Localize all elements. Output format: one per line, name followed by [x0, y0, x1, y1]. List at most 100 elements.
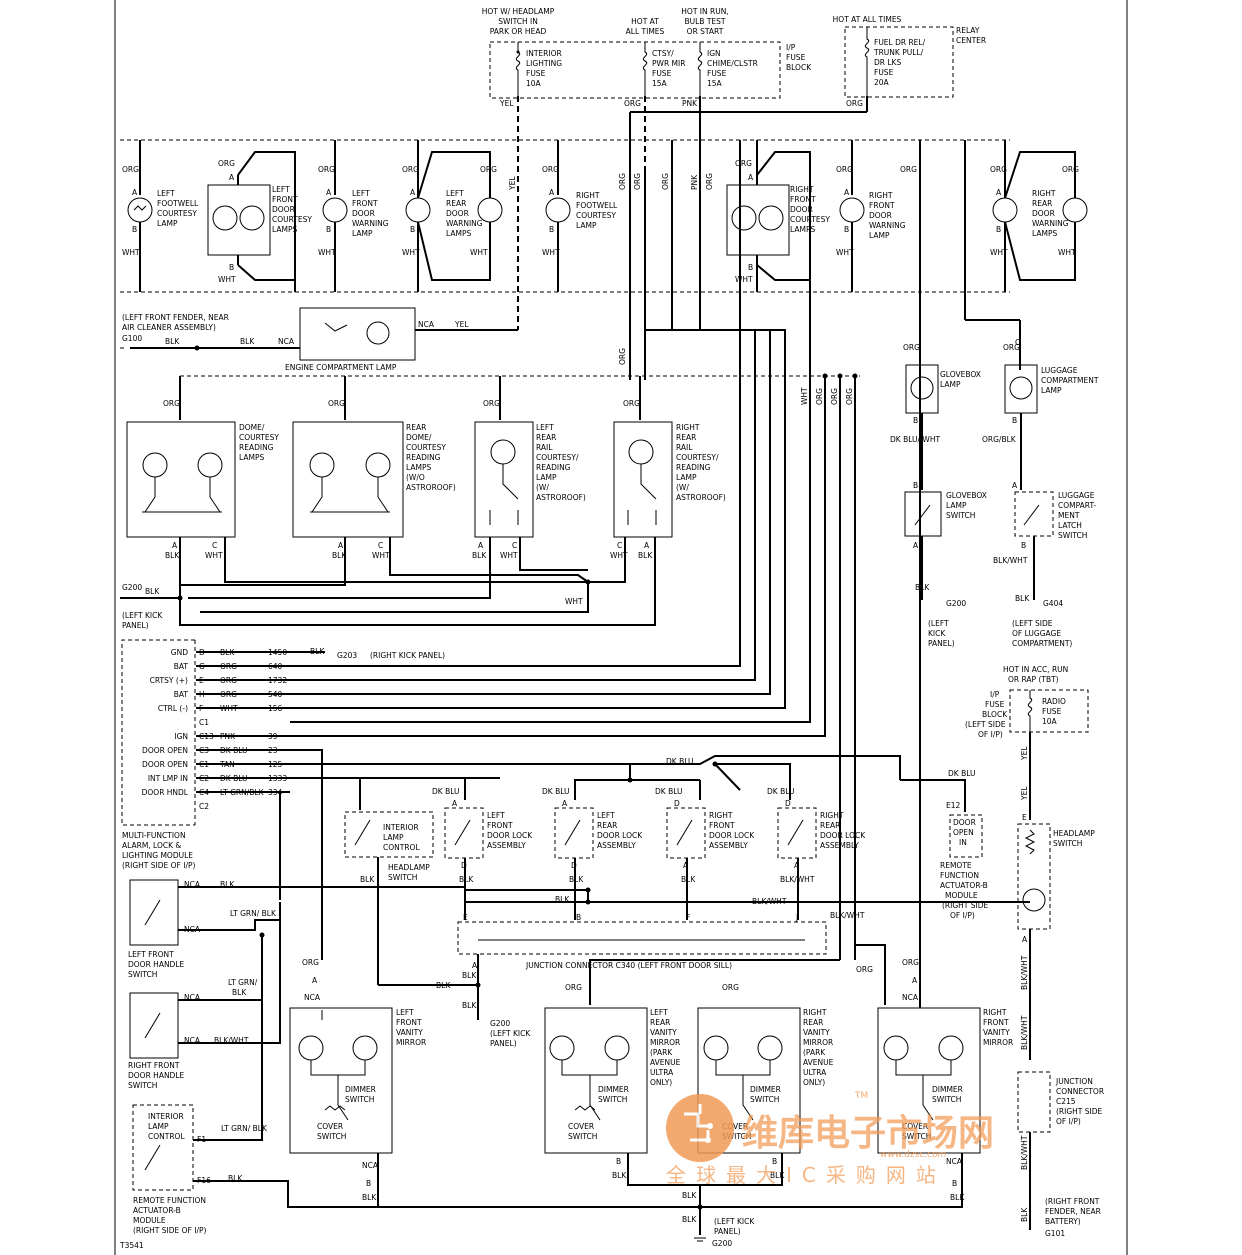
svg-text:SWITCH: SWITCH [1053, 839, 1082, 848]
ip-fuse-block: I/P FUSE BLOCK INTERIOR LIGHTING FUSE 10… [489, 41, 812, 99]
svg-text:ACTUATOR-B: ACTUATOR-B [940, 881, 988, 890]
svg-text:DOOR: DOOR [352, 209, 375, 218]
svg-text:REAR: REAR [1032, 199, 1052, 208]
svg-text:DK BLU: DK BLU [542, 787, 570, 796]
svg-text:LAMP: LAMP [676, 473, 697, 482]
svg-text:ORG: ORG [735, 159, 752, 168]
svg-text:LAMP: LAMP [869, 231, 890, 240]
svg-text:ORG: ORG [856, 965, 873, 974]
door-lamp-row: ORG A B WHT LEFT FOOTWELL COURTESY LAMP … [122, 140, 1088, 292]
svg-text:ORG: ORG [705, 173, 714, 190]
svg-text:A: A [410, 188, 416, 197]
svg-text:AVENUE: AVENUE [650, 1058, 681, 1067]
svg-text:WHT: WHT [610, 551, 628, 560]
right-rear-vanity-mirror: ORG RIGHT REAR VANITY MIRROR (PARK AVENU… [697, 983, 834, 1186]
svg-text:WHT: WHT [500, 551, 518, 560]
svg-text:ONLY): ONLY) [803, 1078, 825, 1087]
svg-text:A: A [1012, 481, 1018, 490]
svg-text:D: D [674, 799, 680, 808]
svg-text:WARNING: WARNING [352, 219, 389, 228]
svg-text:INTERIOR: INTERIOR [383, 823, 419, 832]
svg-text:FRONT: FRONT [396, 1018, 422, 1027]
svg-text:SWITCH: SWITCH [932, 1095, 961, 1104]
svg-text:FUNCTION: FUNCTION [940, 871, 979, 880]
svg-text:ORG: ORG [623, 399, 640, 408]
hot-headlamp-label: HOT W/ HEADLAMP [482, 7, 555, 16]
svg-text:REAR: REAR [536, 433, 556, 442]
svg-text:A: A [132, 188, 138, 197]
svg-text:COURTESY/: COURTESY/ [676, 453, 719, 462]
svg-text:FUSE: FUSE [985, 700, 1005, 709]
radio-headlamp-section: HOT IN ACC, RUN OR RAP (TBT) RADIO FUSE … [900, 665, 1104, 1238]
interior-lamp-control-headlamp: INTERIOR LAMP CONTROL HEADLAMP SWITCH BL… [344, 778, 434, 985]
svg-text:MIRROR: MIRROR [396, 1038, 426, 1047]
svg-text:BLK/WHT: BLK/WHT [1020, 1015, 1029, 1050]
svg-text:ORG: ORG [618, 348, 627, 365]
svg-text:IGN: IGN [707, 49, 721, 58]
svg-text:COVER: COVER [317, 1122, 343, 1131]
svg-text:SWITCH: SWITCH [1058, 531, 1087, 540]
relay-center: RELAY CENTER FUEL DR REL/ TRUNK PULL/ DR… [844, 26, 986, 98]
svg-text:10A: 10A [526, 79, 542, 88]
svg-text:A: A [912, 976, 918, 985]
glovebox-luggage-section: ORG C ORG GLOVEBOX LAMP LUGGAGE COMPARTM… [890, 338, 1099, 648]
svg-text:COURTESY/: COURTESY/ [536, 453, 579, 462]
svg-text:DIMMER: DIMMER [932, 1085, 963, 1094]
svg-text:G200: G200 [946, 599, 966, 608]
svg-text:DIMMER: DIMMER [345, 1085, 376, 1094]
svg-text:RIGHT: RIGHT [576, 191, 600, 200]
svg-text:YEL: YEL [508, 176, 517, 191]
lamp-bus-rails [120, 139, 1010, 377]
svg-text:LAMPS: LAMPS [406, 463, 431, 472]
svg-text:DOME/: DOME/ [239, 423, 265, 432]
svg-text:BLK: BLK [459, 875, 474, 884]
svg-text:DK BLU: DK BLU [948, 769, 976, 778]
svg-text:ORG: ORG [402, 165, 419, 174]
svg-text:LEFT: LEFT [446, 189, 464, 198]
svg-text:A: A [338, 541, 344, 550]
svg-text:SWITCH: SWITCH [722, 1132, 751, 1141]
svg-text:BLK/WHT: BLK/WHT [993, 556, 1028, 565]
module-pin-label: INT LMP IN [148, 774, 188, 783]
svg-text:FOOTWELL: FOOTWELL [157, 199, 199, 208]
right-rear-rail-courtesy-lamp: RIGHT REAR RAIL COURTESY/ READING LAMP (… [610, 421, 726, 560]
svg-text:INTERIOR: INTERIOR [148, 1112, 184, 1121]
svg-text:WARNING: WARNING [1032, 219, 1069, 228]
svg-text:I/P: I/P [990, 690, 1000, 699]
svg-text:ORG/BLK: ORG/BLK [982, 435, 1017, 444]
svg-text:MIRROR: MIRROR [650, 1038, 680, 1047]
svg-text:HEADLAMP: HEADLAMP [388, 863, 430, 872]
svg-text:COMPARTMENT: COMPARTMENT [1041, 376, 1099, 385]
svg-text:C: C [617, 541, 622, 550]
svg-text:BLK: BLK [1015, 594, 1030, 603]
svg-text:ORG: ORG [318, 165, 335, 174]
svg-text:BLK: BLK [682, 1191, 697, 1200]
svg-text:ULTRA: ULTRA [803, 1068, 827, 1077]
svg-text:A: A [326, 188, 332, 197]
svg-text:DOOR: DOOR [1032, 209, 1055, 218]
svg-text:WHT: WHT [735, 275, 753, 284]
svg-text:WARNING: WARNING [869, 221, 906, 230]
svg-text:SWITCH: SWITCH [388, 873, 417, 882]
svg-text:NCA: NCA [184, 1036, 201, 1045]
right-front-door-lock: D RIGHT FRONT DOOR LOCK ASSEMBLY A BLK [666, 799, 755, 920]
svg-text:全球最大IC采购网站: 全球最大IC采购网站 [666, 1163, 946, 1187]
svg-text:YEL: YEL [1020, 746, 1029, 761]
svg-text:(LEFT: (LEFT [928, 619, 949, 628]
svg-text:BLK: BLK [362, 1193, 377, 1202]
svg-text:RAIL: RAIL [676, 443, 693, 452]
svg-text:RAIL: RAIL [536, 443, 553, 452]
svg-text:(RIGHT SIDE OF I/P): (RIGHT SIDE OF I/P) [122, 861, 195, 870]
svg-text:DOOR: DOOR [272, 205, 295, 214]
svg-text:10A: 10A [1042, 717, 1058, 726]
svg-text:15A: 15A [652, 79, 668, 88]
diagram-code: T3541 [119, 1241, 144, 1250]
svg-text:LEFT: LEFT [352, 189, 370, 198]
svg-text:LAMPS: LAMPS [239, 453, 264, 462]
svg-text:BLK: BLK [165, 337, 180, 346]
svg-text:C: C [512, 541, 517, 550]
svg-text:LAMP: LAMP [940, 380, 961, 389]
svg-text:VANITY: VANITY [803, 1028, 830, 1037]
svg-text:FUSE: FUSE [707, 69, 727, 78]
svg-text:FRONT: FRONT [869, 201, 895, 210]
